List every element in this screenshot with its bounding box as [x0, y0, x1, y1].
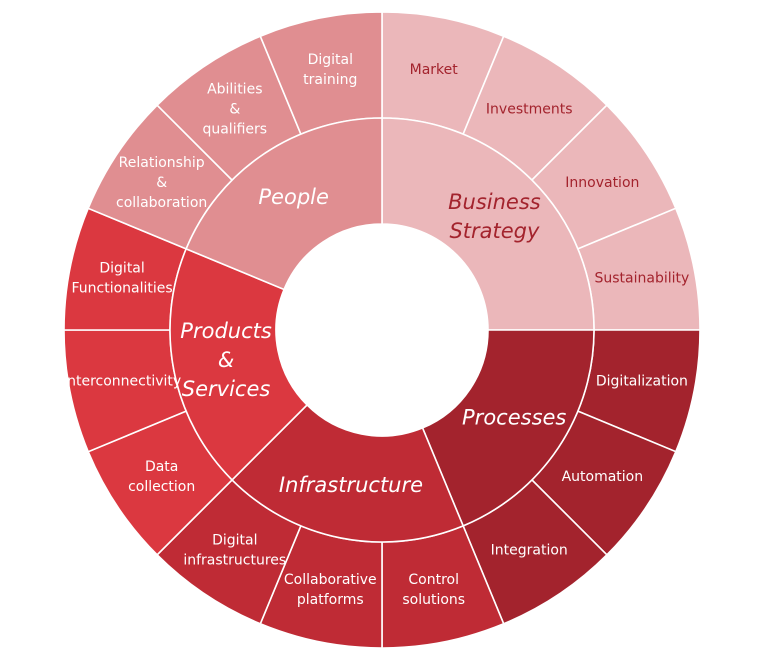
center-hole [276, 224, 488, 436]
outer-ring [63, 11, 701, 649]
category-label-products-and-services: Products&Services [180, 319, 272, 401]
category-label-processes: Processes [462, 405, 566, 429]
item-label-innovation: Innovation [565, 175, 639, 191]
item-label-interconnectivity: Interconnectivity [63, 374, 181, 390]
item-label-relationship-and-collaboration: Relationship&collaboration [116, 155, 207, 211]
inner-ring [169, 117, 595, 543]
item-label-abilities-and-qualifiers: Abilities&qualifiers [202, 82, 267, 138]
item-label-investments: Investments [486, 102, 573, 118]
item-label-integration: Integration [491, 542, 568, 558]
item-label-digitalization: Digitalization [596, 374, 688, 390]
category-label-people: People [258, 185, 329, 209]
item-label-automation: Automation [562, 469, 644, 485]
item-label-sustainability: Sustainability [595, 270, 690, 286]
item-label-market: Market [410, 62, 459, 78]
category-label-infrastructure: Infrastructure [279, 473, 423, 497]
